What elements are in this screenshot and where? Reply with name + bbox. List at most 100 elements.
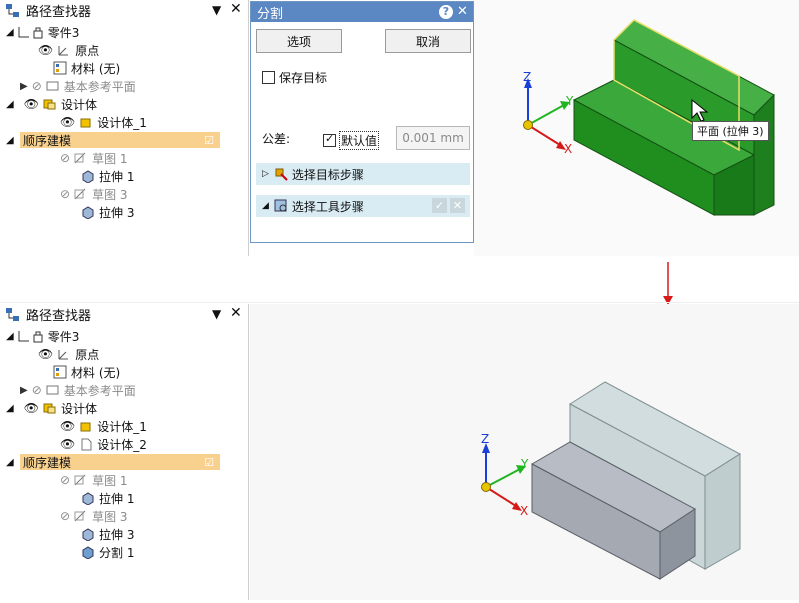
- tree-item-ref-planes[interactable]: ▶ ⊘ 基本参考平面: [20, 79, 136, 94]
- tolerance-input[interactable]: 0.001 mm: [396, 126, 470, 150]
- check-box-icon[interactable]: ☑: [204, 455, 214, 469]
- plane-icon: [46, 81, 59, 91]
- eye-hidden-icon[interactable]: ⊘: [60, 151, 71, 165]
- body-icon: [80, 118, 91, 128]
- eye-hidden-icon[interactable]: ⊘: [31, 79, 42, 93]
- collapse-arrow-icon[interactable]: ◢: [262, 201, 269, 211]
- part-icon: [18, 27, 29, 38]
- collapse-arrow-icon[interactable]: ◢: [6, 26, 14, 38]
- tree-item-part[interactable]: ◢ 零件3: [6, 329, 80, 344]
- sketch-icon: [74, 510, 86, 522]
- eye-icon[interactable]: 👁: [60, 419, 76, 433]
- expand-arrow-icon[interactable]: ▶: [20, 384, 28, 396]
- y-axis-line: [485, 468, 521, 488]
- check-box-icon[interactable]: ☑: [204, 133, 214, 147]
- x-axis-line: [485, 486, 517, 507]
- eye-icon[interactable]: 👁: [38, 43, 54, 57]
- pin-down-icon[interactable]: ▼: [212, 3, 222, 17]
- help-icon[interactable]: ?: [439, 5, 453, 19]
- close-icon[interactable]: ✕: [230, 1, 242, 17]
- tree-item-part[interactable]: ◢ 零件3: [6, 25, 80, 40]
- select-target-step[interactable]: ▷ 选择目标步骤: [256, 163, 470, 185]
- eye-icon[interactable]: 👁: [60, 115, 76, 129]
- tree-item-sequential-modeling[interactable]: ◢ 顺序建模 ☑: [6, 454, 220, 470]
- cursor-icon: [691, 98, 709, 122]
- tree-item-sketch-1[interactable]: ⊘ 草图 1: [60, 473, 128, 488]
- tool-step-icon: [274, 199, 287, 212]
- tree-item-body-1[interactable]: 👁 设计体_1: [60, 115, 147, 130]
- tree-item-design-body[interactable]: ◢ 👁 设计体: [6, 97, 97, 112]
- eye-icon[interactable]: 👁: [23, 401, 39, 415]
- options-button[interactable]: 选项: [256, 29, 342, 53]
- pathfinder-icon: [6, 4, 19, 17]
- pin-down-icon[interactable]: ▼: [212, 307, 222, 321]
- close-icon[interactable]: ✕: [457, 4, 468, 19]
- cancel-step-icon[interactable]: ✕: [450, 198, 465, 213]
- eye-hidden-icon[interactable]: ⊘: [60, 187, 71, 201]
- lock-icon: [33, 27, 43, 39]
- eye-icon[interactable]: 👁: [38, 347, 54, 361]
- part-icon: [18, 331, 29, 342]
- tree-item-split-1[interactable]: 分割 1: [80, 543, 134, 561]
- pathfinder-icon: [6, 308, 19, 321]
- gray-split-model[interactable]: [250, 304, 799, 600]
- body-outline-icon: [81, 438, 92, 451]
- hover-tooltip: 平面 (拉伸 3): [692, 121, 769, 141]
- origin-axes-icon: [58, 350, 69, 360]
- tree-item-extrude-1[interactable]: 拉伸 1: [80, 167, 134, 185]
- tree-item-extrude-3[interactable]: 拉伸 3: [80, 525, 134, 543]
- tree-item-extrude-1[interactable]: 拉伸 1: [80, 489, 134, 507]
- tree-item-sketch-1[interactable]: ⊘ 草图 1: [60, 151, 128, 166]
- tree-item-origin[interactable]: 👁 原点: [38, 347, 100, 362]
- default-label: 默认值: [339, 131, 380, 150]
- select-tool-step[interactable]: ◢ 选择工具步骤 ✓ ✕: [256, 195, 470, 217]
- tree-item-ref-planes[interactable]: ▶ ⊘ 基本参考平面: [20, 383, 136, 398]
- collapse-arrow-icon[interactable]: ◢: [6, 330, 14, 342]
- collapse-arrow-icon[interactable]: ◢: [6, 402, 14, 414]
- collapse-arrow-icon[interactable]: ◢: [6, 98, 14, 110]
- panel-divider: [248, 304, 249, 600]
- expand-arrow-icon[interactable]: ▷: [262, 169, 269, 179]
- tree-item-body-1[interactable]: 👁 设计体_1: [60, 419, 147, 434]
- keep-target-label: 保存目标: [279, 71, 328, 85]
- keep-target-checkbox[interactable]: [262, 71, 275, 84]
- default-checkbox[interactable]: ✓: [323, 132, 336, 147]
- tree-item-extrude-3[interactable]: 拉伸 3: [80, 203, 134, 221]
- tree-item-material[interactable]: 材料 (无): [52, 59, 120, 77]
- tree-item-sketch-3[interactable]: ⊘ 草图 3: [60, 509, 128, 524]
- eye-hidden-icon[interactable]: ⊘: [60, 509, 71, 523]
- pathfinder-title: 路径查找器: [26, 4, 92, 20]
- plane-icon: [46, 385, 59, 395]
- keep-target-option[interactable]: 保存目标: [262, 69, 327, 86]
- viewport-top[interactable]: Z Y X 平面 (拉伸 3): [474, 0, 799, 256]
- tree-item-material[interactable]: 材料 (无): [52, 363, 120, 381]
- expand-arrow-icon[interactable]: ▶: [20, 80, 28, 92]
- body-icon: [43, 403, 56, 414]
- extrude-icon: [82, 528, 94, 541]
- y-axis-line: [527, 104, 565, 126]
- pathfinder-panel-bottom: 路径查找器 ▼ ✕ ◢ 零件3 👁 原点 材料 (无) ▶ ⊘ 基本参考平面 ◢…: [0, 304, 248, 600]
- viewport-bottom[interactable]: Z Y X: [250, 304, 799, 600]
- tree-item-design-body[interactable]: ◢ 👁 设计体: [6, 401, 97, 416]
- eye-icon[interactable]: 👁: [23, 97, 39, 111]
- collapse-arrow-icon[interactable]: ◢: [6, 456, 14, 468]
- collapse-arrow-icon[interactable]: ◢: [6, 134, 14, 146]
- default-option[interactable]: ✓ 默认值: [323, 131, 380, 150]
- eye-hidden-icon[interactable]: ⊘: [60, 473, 71, 487]
- tree-item-sketch-3[interactable]: ⊘ 草图 3: [60, 187, 128, 202]
- accept-icon[interactable]: ✓: [432, 198, 447, 213]
- extrude-icon: [82, 206, 94, 219]
- tree-item-body-2[interactable]: 👁 设计体_2: [60, 437, 147, 452]
- x-axis-label: X: [520, 504, 529, 518]
- tree-item-sequential-modeling[interactable]: ◢ 顺序建模 ☑: [6, 132, 220, 148]
- split-dialog: 分割 ? ✕ 选项 取消 保存目标 公差: ✓ 默认值 0.001 mm ▷ 选…: [250, 1, 474, 243]
- green-part-model[interactable]: [474, 0, 799, 256]
- eye-icon[interactable]: 👁: [60, 437, 76, 451]
- x-axis-line: [527, 124, 561, 146]
- target-step-icon: [275, 168, 288, 181]
- eye-hidden-icon[interactable]: ⊘: [31, 383, 42, 397]
- material-icon: [53, 365, 67, 379]
- cancel-button[interactable]: 取消: [385, 29, 471, 53]
- tree-item-origin[interactable]: 👁 原点: [38, 43, 100, 58]
- close-icon[interactable]: ✕: [230, 305, 242, 321]
